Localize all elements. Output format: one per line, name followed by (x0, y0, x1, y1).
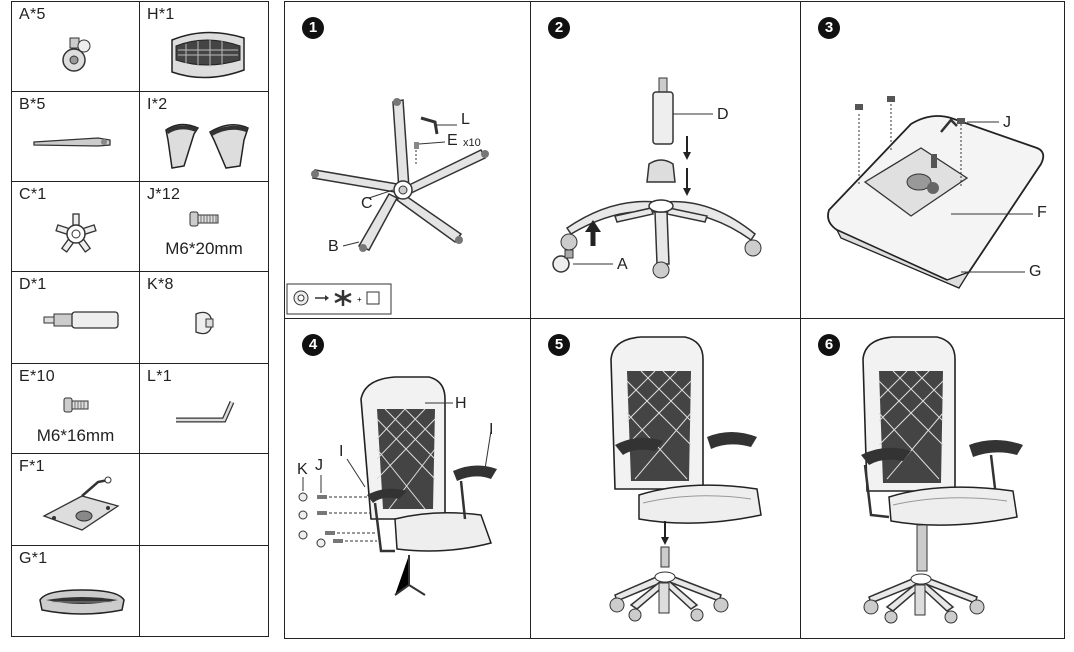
headrest-cushion-icon (171, 31, 245, 79)
step-5-panel: 5 (531, 319, 801, 638)
step-number: 4 (302, 334, 324, 356)
callout-F: F (1037, 204, 1047, 221)
part-cell-l: L*1 (140, 364, 268, 454)
step-number: 3 (818, 17, 840, 39)
callout-G: G (1029, 263, 1042, 280)
step-number: 2 (548, 17, 570, 39)
gas-lift-icon (43, 311, 119, 329)
chair-icon (861, 336, 1023, 624)
callout-x10: x10 (463, 137, 481, 149)
part-label: F*1 (19, 458, 45, 475)
part-label: D*1 (19, 276, 47, 293)
part-cell-i: I*2 (140, 92, 268, 182)
part-cell-d: D*1 (12, 272, 140, 364)
part-cell-a: A*5 (12, 2, 140, 92)
part-size: M6*20mm (165, 239, 243, 258)
part-cell-j: J*12 M6*20mm (140, 182, 268, 272)
armrest-attach-diagram (298, 376, 497, 596)
part-cell-empty-1 (140, 454, 268, 546)
parts-list: A*5 H*1 B*5 I*2 C*1 (11, 1, 269, 637)
step-3-panel: 3 J F G (801, 2, 1064, 319)
caster-icon (62, 37, 91, 72)
callout-J: J (315, 457, 323, 474)
callout-I: I (489, 421, 494, 438)
chair-icon (609, 336, 762, 622)
callout-L: L (461, 111, 470, 128)
leg-icon (33, 137, 111, 147)
bolt-icon (63, 397, 89, 413)
bolt-icon (189, 211, 219, 227)
part-cell-g: G*1 (12, 546, 140, 636)
step-number: 5 (548, 334, 570, 356)
part-label: G*1 (19, 550, 48, 567)
step-2-panel: 2 D (531, 2, 801, 319)
part-label: J*12 (147, 186, 181, 203)
part-cell-h: H*1 (140, 2, 268, 92)
part-cell-k: K*8 (140, 272, 268, 364)
part-label: I*2 (147, 96, 168, 113)
step-6-panel: 6 (801, 319, 1064, 638)
callout-A: A (617, 256, 628, 273)
svg-text:+: + (357, 295, 362, 304)
star-base-assembly-diagram: + (286, 98, 489, 315)
part-cell-f: F*1 (12, 454, 140, 546)
part-cell-empty-2 (140, 546, 268, 636)
part-label: H*1 (147, 6, 175, 23)
part-label: L*1 (147, 368, 172, 385)
part-cell-e: E*10 M6*16mm (12, 364, 140, 454)
callout-K: K (297, 461, 308, 478)
part-cell-b: B*5 (12, 92, 140, 182)
callout-J: J (1003, 114, 1011, 131)
part-label: E*10 (19, 368, 55, 385)
part-label: C*1 (19, 186, 47, 203)
callout-C: C (361, 195, 373, 212)
step-4-panel: 4 (285, 319, 531, 638)
hex-key-icon (176, 400, 235, 423)
gas-lift-caster-diagram (552, 77, 762, 279)
cap-icon (195, 311, 214, 335)
callout-B: B (328, 238, 339, 255)
step-number: 1 (302, 17, 324, 39)
callout-H: H (455, 395, 467, 412)
seat-mechanism-diagram (827, 96, 1045, 289)
callout-D: D (717, 106, 729, 123)
step-number: 6 (818, 334, 840, 356)
assembly-steps: 1 (284, 1, 1065, 639)
armrest-pair-icon (165, 123, 249, 169)
star-base-hub-icon (55, 213, 97, 253)
seat-cushion-icon (39, 589, 125, 615)
step-1-panel: 1 (285, 2, 531, 319)
callout-I: I (339, 443, 344, 460)
part-size: M6*16mm (36, 426, 115, 445)
seat-plate-icon (42, 476, 120, 531)
part-label: B*5 (19, 96, 46, 113)
part-cell-c: C*1 (12, 182, 140, 272)
part-label: A*5 (19, 6, 46, 23)
callout-E: E (447, 132, 458, 149)
part-label: K*8 (147, 276, 174, 293)
